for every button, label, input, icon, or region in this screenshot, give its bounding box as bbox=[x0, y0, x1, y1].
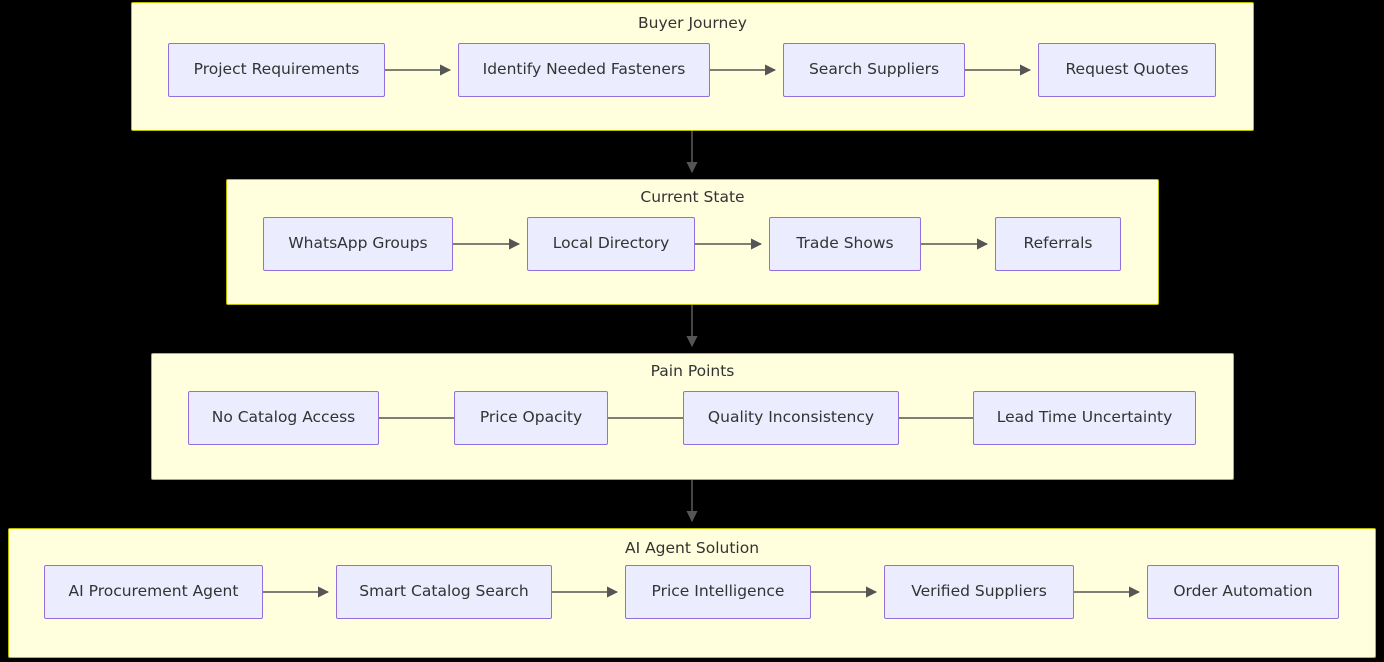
node-identify-needed-fasteners[interactable]: Identify Needed Fasteners bbox=[458, 43, 710, 97]
node-project-requirements[interactable]: Project Requirements bbox=[168, 43, 385, 97]
node-local-directory[interactable]: Local Directory bbox=[527, 217, 695, 271]
node-lead-time-uncertainty[interactable]: Lead Time Uncertainty bbox=[973, 391, 1196, 445]
node-no-catalog-access[interactable]: No Catalog Access bbox=[188, 391, 379, 445]
subgraph-title-current-state: Current State bbox=[640, 188, 745, 206]
subgraph-title-ai-agent-solution: AI Agent Solution bbox=[624, 539, 760, 557]
node-quality-inconsistency[interactable]: Quality Inconsistency bbox=[683, 391, 899, 445]
node-search-suppliers[interactable]: Search Suppliers bbox=[783, 43, 965, 97]
node-price-intelligence[interactable]: Price Intelligence bbox=[625, 565, 811, 619]
node-trade-shows[interactable]: Trade Shows bbox=[769, 217, 921, 271]
node-price-opacity[interactable]: Price Opacity bbox=[454, 391, 608, 445]
node-verified-suppliers[interactable]: Verified Suppliers bbox=[884, 565, 1074, 619]
node-smart-catalog-search[interactable]: Smart Catalog Search bbox=[336, 565, 552, 619]
node-order-automation[interactable]: Order Automation bbox=[1147, 565, 1339, 619]
subgraph-title-buyer-journey: Buyer Journey bbox=[638, 14, 747, 32]
subgraph-title-pain-points: Pain Points bbox=[650, 362, 735, 380]
node-referrals[interactable]: Referrals bbox=[995, 217, 1121, 271]
node-request-quotes[interactable]: Request Quotes bbox=[1038, 43, 1216, 97]
node-whatsapp-groups[interactable]: WhatsApp Groups bbox=[263, 217, 453, 271]
node-ai-procurement-agent[interactable]: AI Procurement Agent bbox=[44, 565, 263, 619]
